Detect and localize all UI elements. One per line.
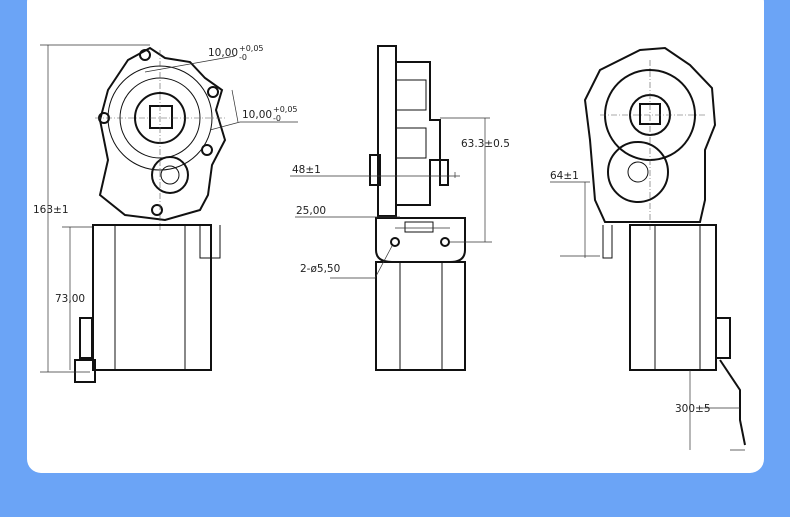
hole-spacing-label: 25,00 — [296, 205, 326, 217]
depth-offset-label: 48±1 — [292, 164, 321, 176]
holes-label: 2-ø5,50 — [300, 263, 340, 275]
motor-height-label: 73,00 — [55, 293, 85, 305]
shaft-side-upper-tol: +0,05 — [273, 105, 298, 114]
front-view: 163±1 73,00 10,00 +0,05 -0 10,00 +0,05 -… — [33, 44, 298, 383]
shaft-top-upper-tol: +0,05 — [239, 44, 264, 53]
shaft-to-mount-label: 63.3±0.5 — [461, 138, 510, 150]
shaft-square-top-label: 10,00 — [208, 47, 238, 59]
rear-depth-offset-label: 64±1 — [550, 170, 579, 182]
total-height-label: 163±1 — [33, 204, 69, 216]
shaft-top-lower-tol: -0 — [239, 53, 247, 62]
shaft-square-side-label: 10,00 — [242, 109, 272, 121]
side-view: 48±1 25,00 2-ø5,50 63.3±0.5 — [290, 45, 510, 371]
rear-view: 64±1 300±5 — [550, 46, 746, 451]
cable-length-label: 300±5 — [675, 403, 711, 415]
shaft-side-lower-tol: -0 — [273, 114, 281, 123]
